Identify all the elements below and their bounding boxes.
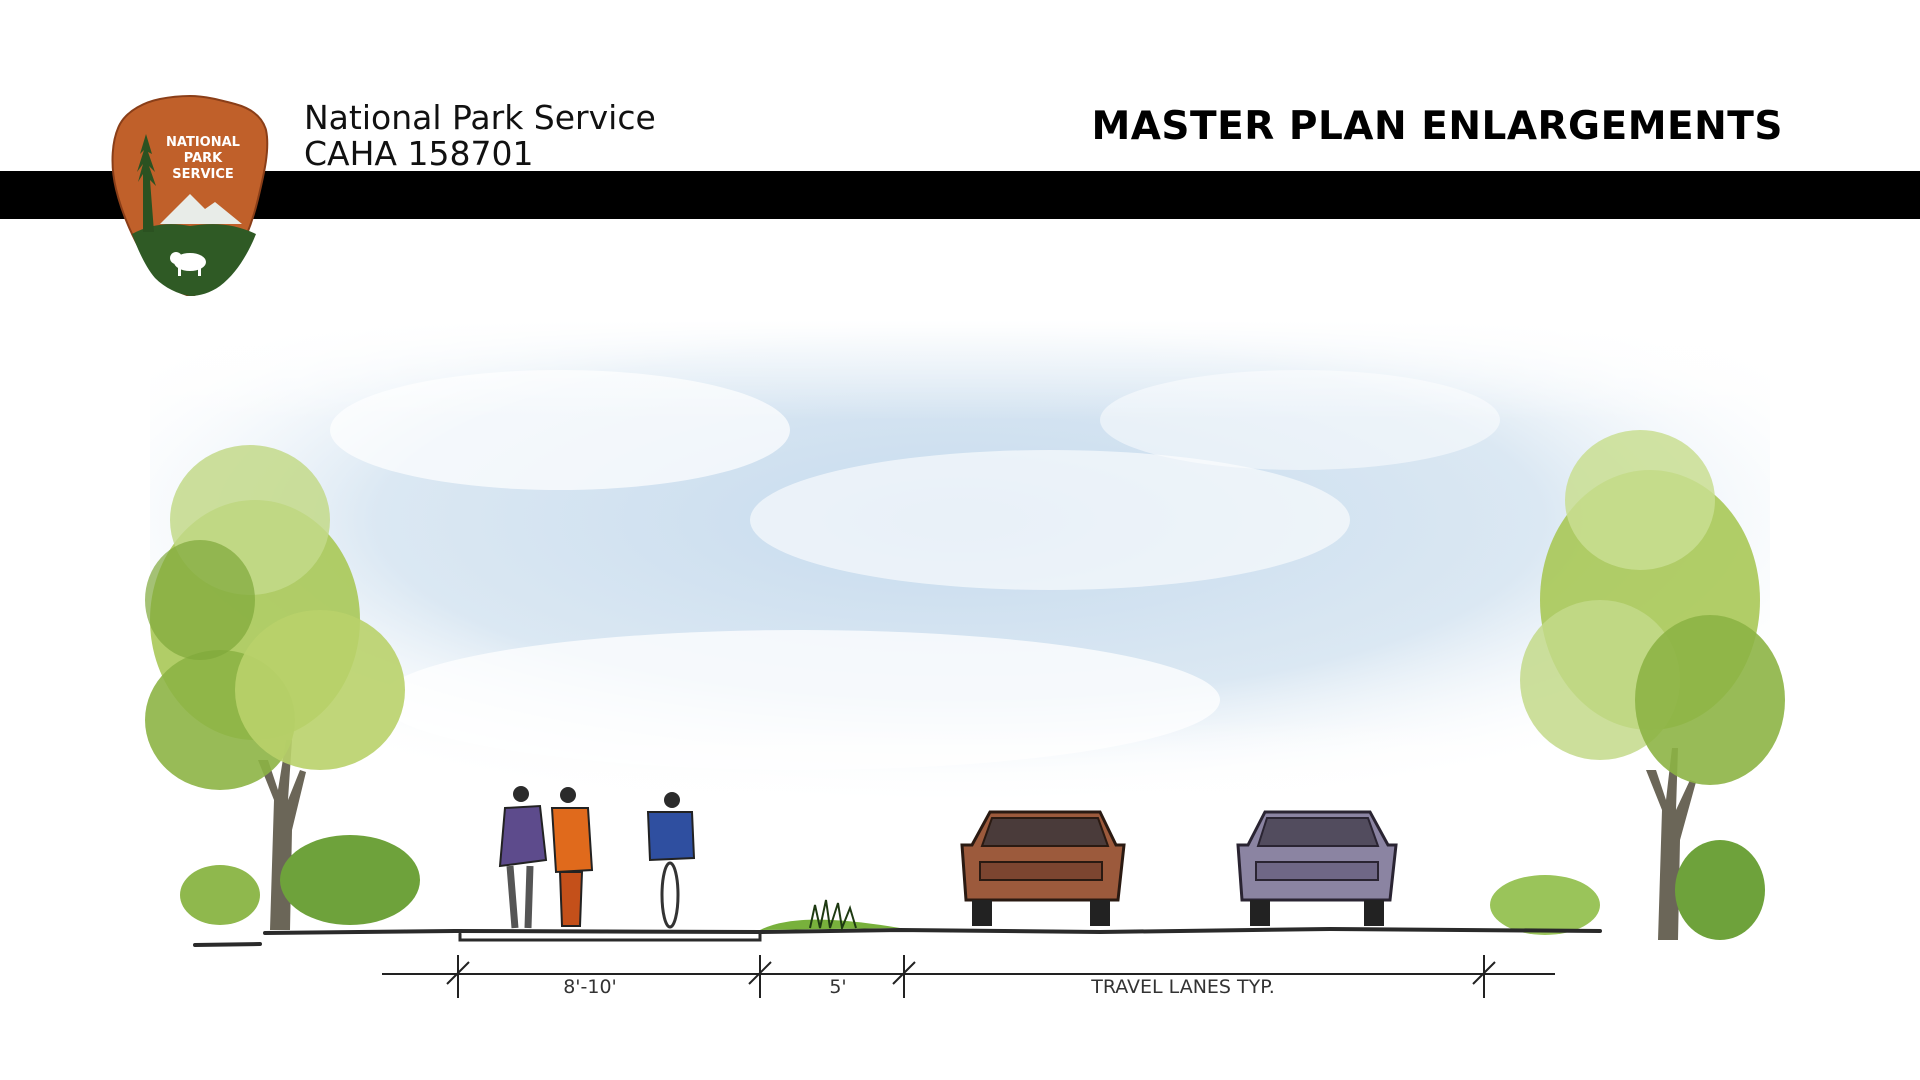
car-brown (960, 810, 1126, 926)
tree-right (1490, 430, 1785, 940)
dimension-label-path: 8'-10' (563, 976, 617, 998)
dimension-label-median: 5' (829, 976, 847, 998)
dimension-label-travel-lanes: TRAVEL LANES TYP. (1091, 976, 1275, 998)
org-block: National Park Service CAHA 158701 (304, 100, 656, 172)
sky (150, 320, 1770, 820)
nps-arrowhead-icon: NATIONAL PARK SERVICE (111, 94, 269, 296)
logo-text-national: NATIONAL (166, 135, 240, 150)
median-grass (760, 899, 900, 932)
logo-text-park: PARK (184, 151, 223, 166)
ground-line (193, 926, 1602, 947)
car-purple (1236, 810, 1398, 926)
header-bar (0, 171, 1920, 219)
org-name: National Park Service (304, 98, 656, 137)
tree-left (145, 445, 420, 930)
cyclist-blue (646, 792, 696, 929)
pedestrian-orange (550, 787, 594, 927)
pedestrian-purple (498, 786, 548, 929)
page-title: MASTER PLAN ENLARGEMENTS (1091, 104, 1783, 149)
dimension-line (382, 955, 1555, 998)
project-code: CAHA 158701 (304, 134, 534, 173)
logo-text-service: SERVICE (172, 167, 234, 182)
